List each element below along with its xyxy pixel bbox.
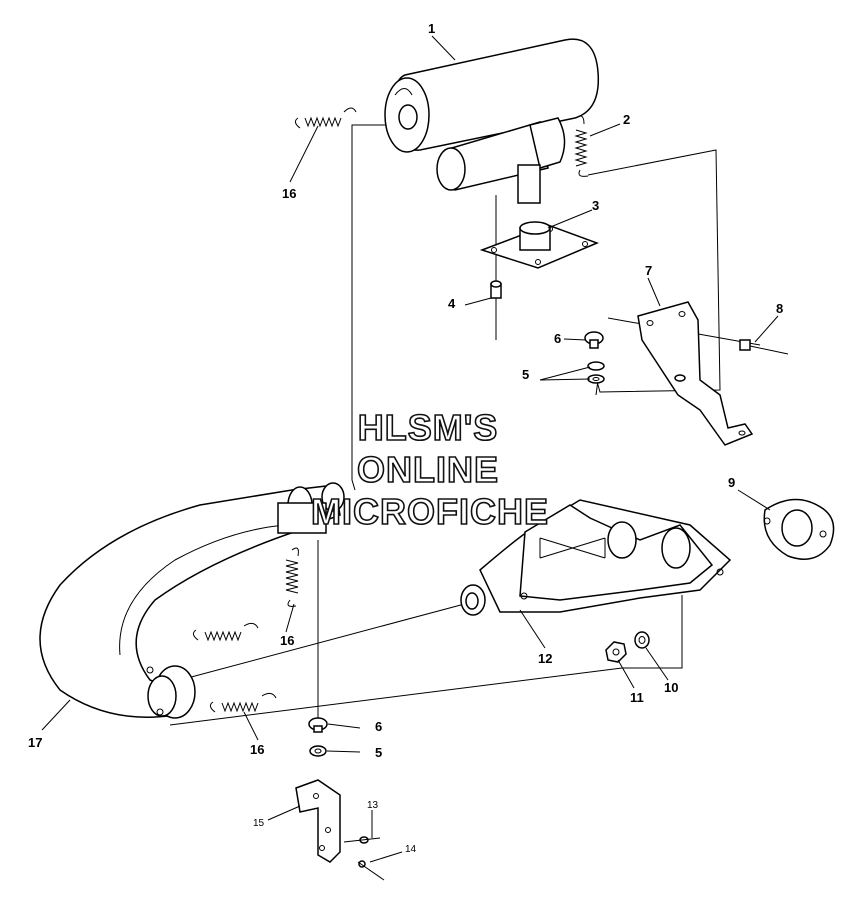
- part-2-spring: [574, 115, 589, 177]
- callout-17: 17: [28, 735, 42, 750]
- part-11-nut: [605, 641, 627, 663]
- watermark: HLSM'S ONLINE MICROFICHE: [310, 406, 549, 533]
- callout-15: 15: [253, 818, 265, 829]
- callout-3: 3: [592, 198, 599, 213]
- watermark-line-2: ONLINE: [357, 449, 499, 490]
- callout-8: 8: [776, 301, 783, 316]
- part-5-washers-upper: [587, 361, 605, 384]
- callout-2: 2: [623, 112, 630, 127]
- callout-1: 1: [428, 21, 435, 36]
- callout-11: 11: [630, 690, 644, 705]
- callout-12: 12: [538, 651, 552, 666]
- callout-13: 13: [367, 800, 379, 811]
- part-7-bracket: [637, 301, 754, 446]
- part-15-lower-bracket: [295, 779, 341, 863]
- part-16-spring-vertical: [285, 547, 299, 607]
- assembly-lines: [169, 124, 761, 726]
- part-16-spring-middle: [192, 622, 259, 642]
- callout-numbers: 1 2 3 4 5 6 7 8 9 10 11 12 13 14 15 16 1…: [28, 21, 783, 855]
- part-9-gasket: [763, 498, 835, 560]
- part-6-grommet-upper: [584, 331, 604, 349]
- callout-4: 4: [448, 296, 456, 311]
- part-10-washer: [634, 631, 650, 649]
- callout-7: 7: [645, 263, 652, 278]
- part-12-manifold: [460, 499, 732, 616]
- part-3-flange-plate: [479, 221, 600, 269]
- callout-5-upper: 5: [522, 367, 529, 382]
- part-16-spring-lower: [209, 692, 277, 713]
- part-14-pin: [357, 860, 385, 881]
- part-1-muffler: [384, 38, 600, 204]
- part-6-grommet-lower: [308, 717, 328, 733]
- watermark-line-1: HLSM'S: [358, 407, 499, 448]
- part-4-pin: [490, 280, 502, 336]
- callout-6-upper: 6: [554, 331, 561, 346]
- callout-6-lower: 6: [375, 719, 382, 734]
- callout-16-top: 16: [282, 186, 296, 201]
- callout-9: 9: [728, 475, 735, 490]
- callout-5-lower: 5: [375, 745, 382, 760]
- part-8-bolt: [739, 339, 789, 355]
- part-5-washer-lower: [309, 745, 327, 757]
- watermark-line-3: MICROFICHE: [311, 491, 549, 532]
- part-13-washer: [343, 836, 381, 844]
- part-17-exhaust-pipe: [39, 482, 345, 719]
- leader-lines: [41, 35, 779, 863]
- part-16-spring-top: [294, 107, 357, 129]
- callout-14: 14: [405, 844, 417, 855]
- callout-16-lower: 16: [250, 742, 264, 757]
- callout-10: 10: [664, 680, 678, 695]
- callout-16-middle: 16: [280, 633, 294, 648]
